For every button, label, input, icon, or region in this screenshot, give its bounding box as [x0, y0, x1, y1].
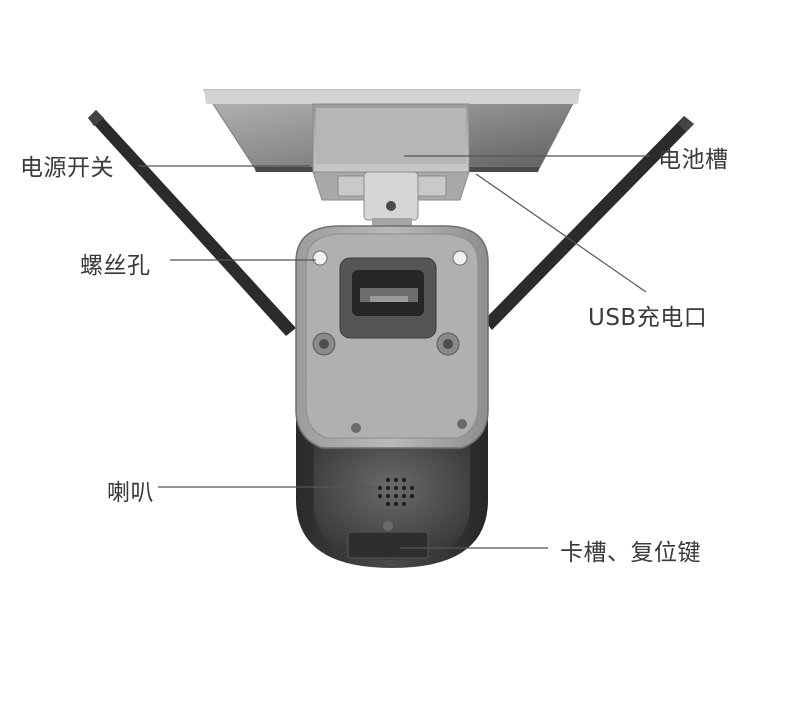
camera-dome: [296, 420, 488, 568]
usb-port-label: USB充电口: [588, 305, 708, 331]
mount-bracket: [337, 171, 447, 230]
right-antenna: [484, 116, 694, 330]
battery-slot-label: 电池槽: [658, 147, 729, 173]
power-switch-label: 电源开关: [20, 155, 114, 181]
card-reset-label: 卡槽、复位键: [560, 540, 701, 566]
screw-hole-label: 螺丝孔: [80, 253, 151, 279]
leader-usb: [475, 173, 647, 293]
speaker-grill: [378, 478, 414, 506]
speaker-label: 喇叭: [107, 480, 154, 506]
leader-lines: [138, 155, 650, 549]
camera-body: [295, 225, 489, 449]
card-slot-cover: [347, 521, 429, 559]
